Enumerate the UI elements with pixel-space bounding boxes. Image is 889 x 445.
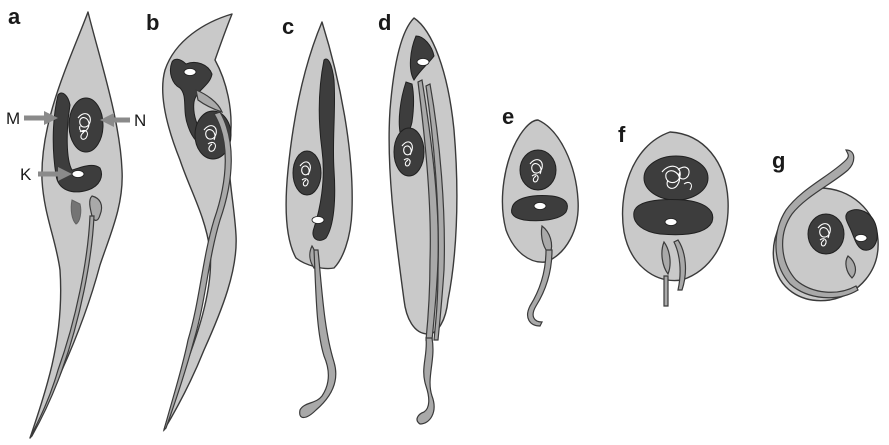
panel-label-e: e bbox=[502, 104, 514, 129]
cell-d-flagellum bbox=[417, 338, 434, 424]
panel-label-f: f bbox=[618, 122, 626, 147]
cell-e-kinetoplast bbox=[534, 203, 546, 210]
cell-e-body bbox=[502, 120, 578, 262]
cell-d-kinetoplast bbox=[417, 59, 429, 66]
panel-label-a: a bbox=[8, 4, 21, 29]
cell-e bbox=[502, 120, 578, 326]
label-k: K bbox=[20, 165, 32, 184]
cell-f bbox=[623, 132, 729, 306]
cell-b-kinetoplast bbox=[184, 69, 196, 76]
cell-f-flagellum-stub bbox=[664, 276, 668, 306]
panel-label-b: b bbox=[146, 10, 159, 35]
cell-a-nucleus bbox=[69, 98, 103, 152]
panel-label-g: g bbox=[772, 148, 785, 173]
cell-c-nucleus bbox=[293, 151, 321, 195]
label-m: M bbox=[6, 109, 20, 128]
label-n: N bbox=[134, 111, 146, 130]
cell-a bbox=[30, 12, 122, 438]
cell-f-mitochondrion bbox=[634, 200, 713, 235]
cell-a-body bbox=[30, 12, 122, 438]
cell-d-nucleus bbox=[394, 128, 424, 176]
cell-g-kinetoplast bbox=[855, 235, 867, 242]
panel-label-d: d bbox=[378, 10, 391, 35]
cell-d bbox=[389, 18, 457, 424]
panel-label-c: c bbox=[282, 14, 294, 39]
cell-b bbox=[163, 14, 236, 430]
cell-f-nucleus bbox=[644, 156, 708, 200]
cell-a-kinetoplast bbox=[72, 171, 84, 178]
cell-f-kinetoplast bbox=[665, 219, 677, 226]
cell-c bbox=[286, 22, 352, 418]
cell-g-nucleus bbox=[808, 214, 844, 254]
cell-g bbox=[773, 150, 878, 301]
cell-c-kinetoplast bbox=[312, 217, 324, 224]
cell-c-flagellum bbox=[300, 250, 336, 418]
cell-e-nucleus bbox=[520, 150, 556, 190]
